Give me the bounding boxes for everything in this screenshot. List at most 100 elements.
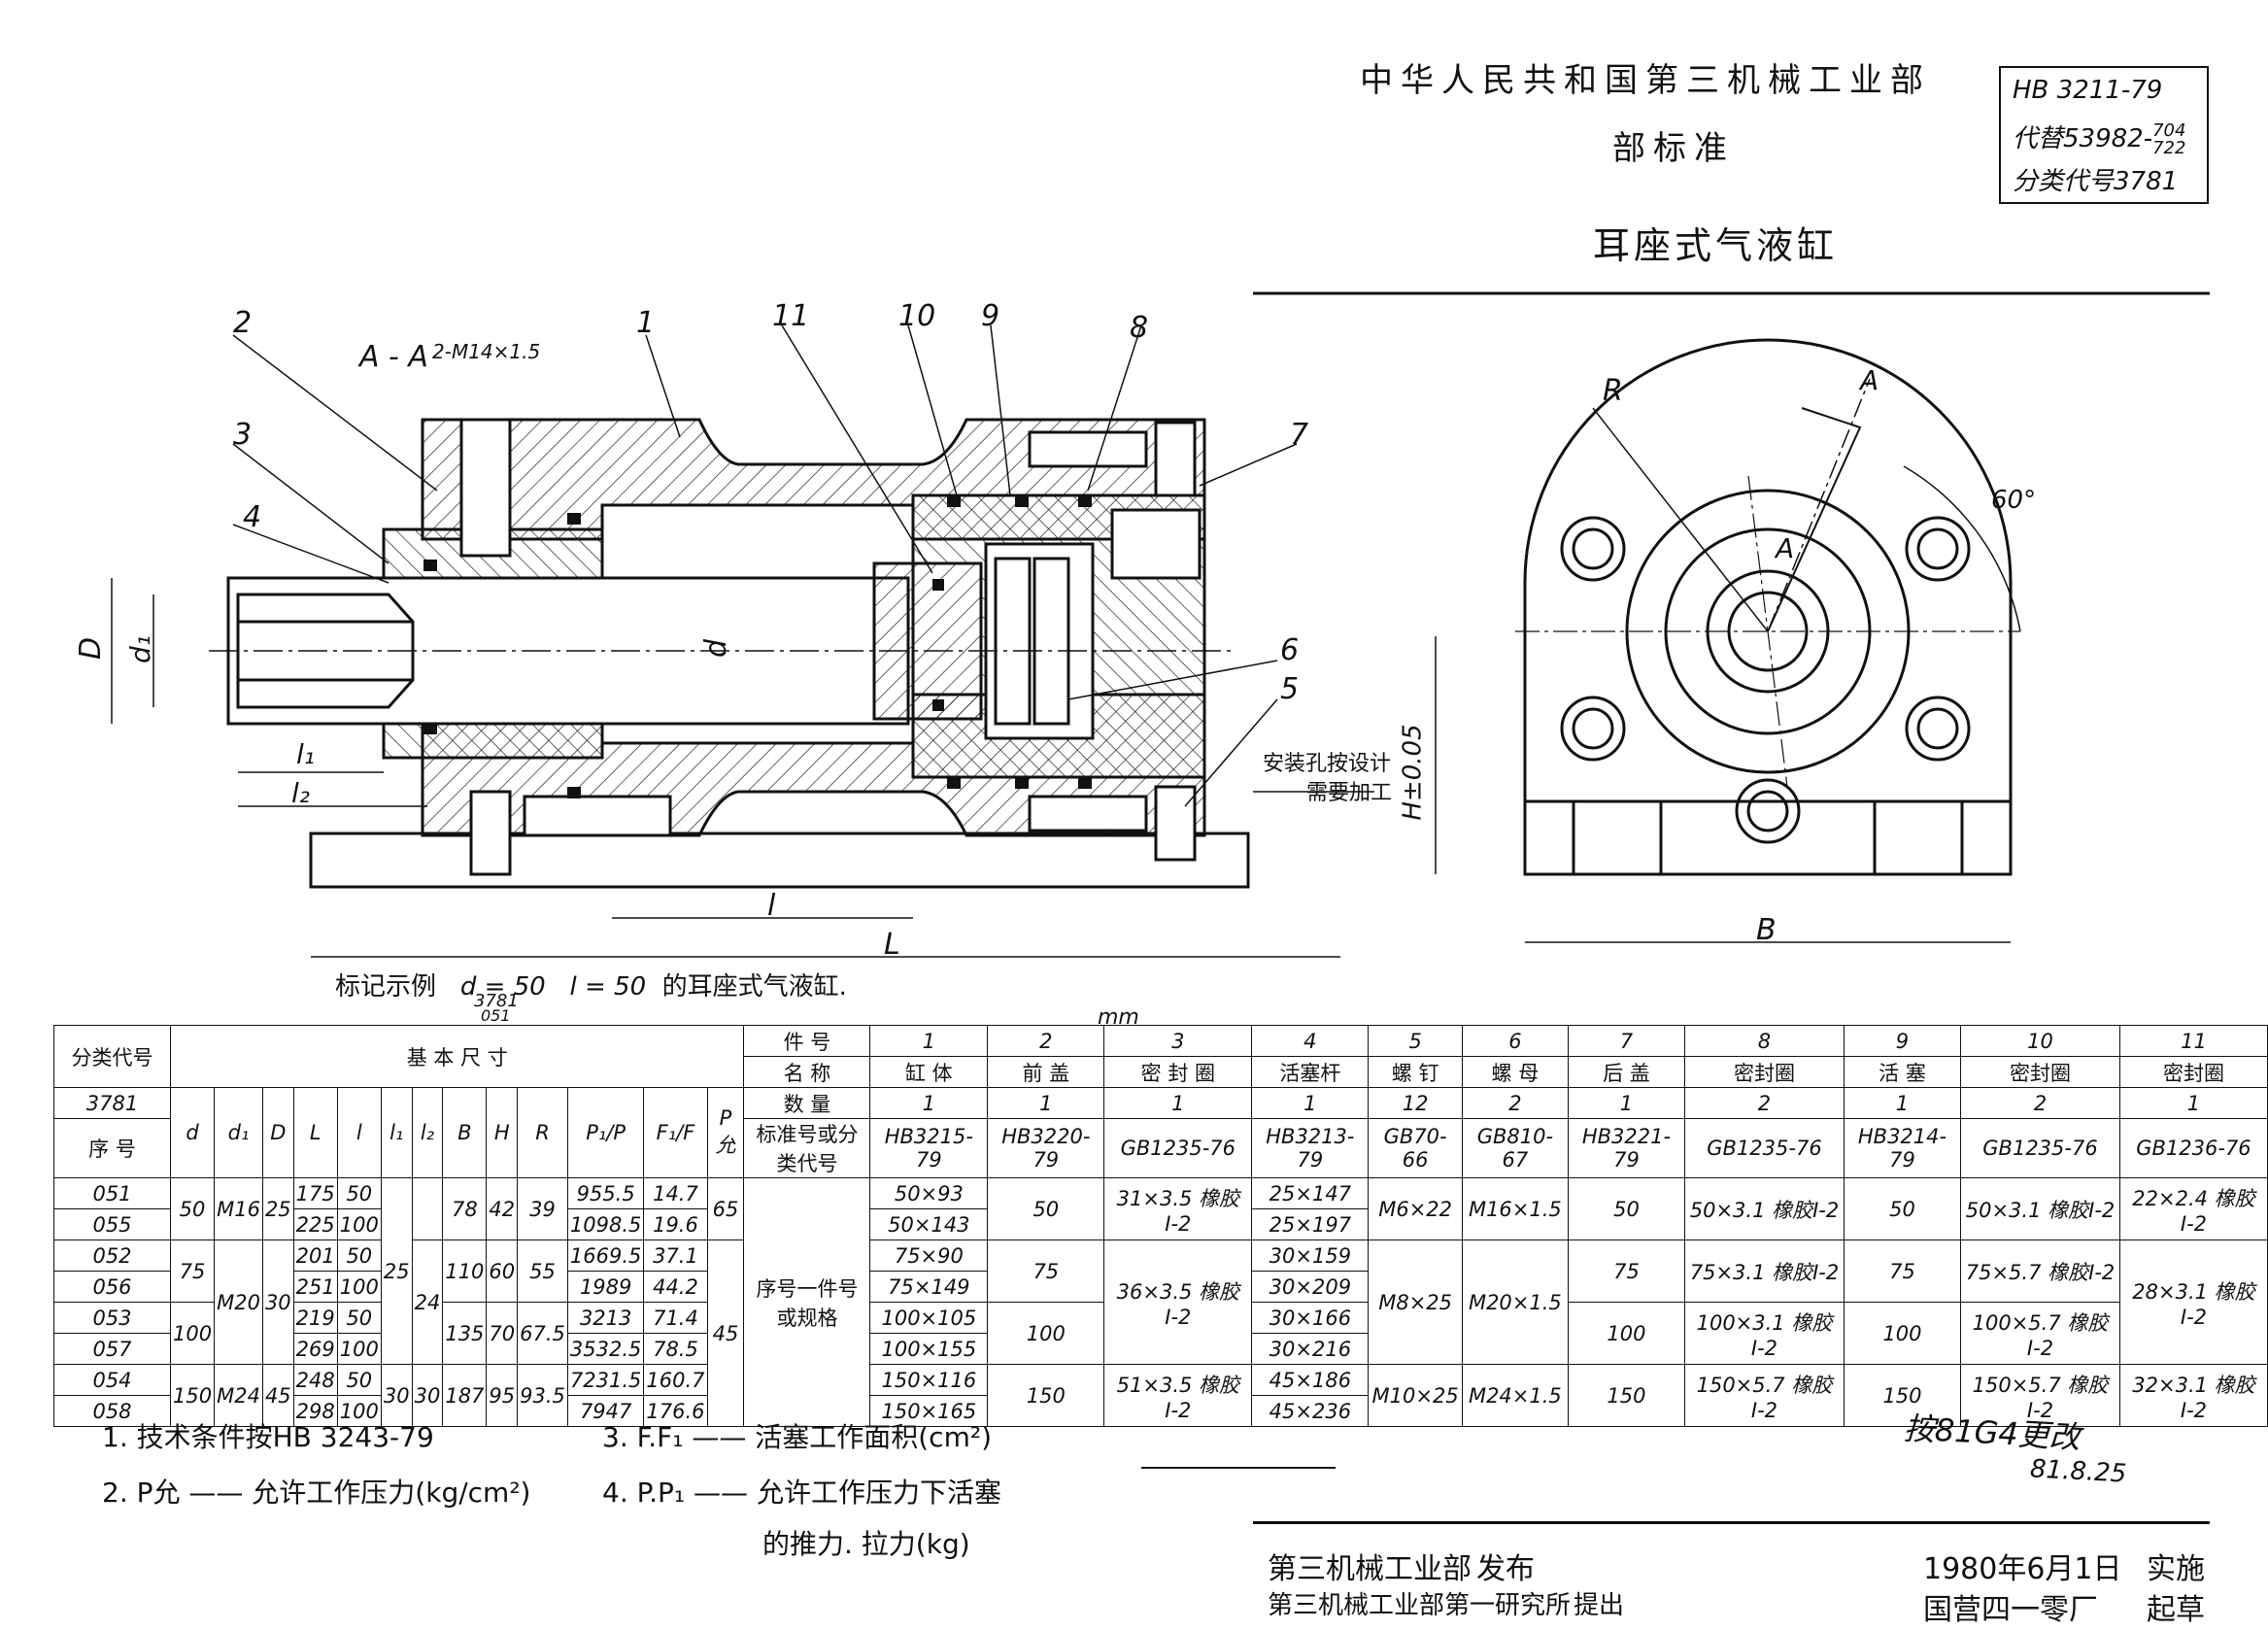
- dim-d1: d₁: [124, 635, 156, 663]
- part-no: 4: [1251, 1025, 1370, 1057]
- table-cell: 51×3.5 橡胶Ⅰ-2: [1103, 1364, 1253, 1427]
- part-no: 8: [1684, 1025, 1845, 1057]
- marking-d: d = 50: [459, 972, 546, 1002]
- dim-header: d: [169, 1087, 216, 1178]
- dim-l1: l₁: [296, 738, 316, 770]
- part-no: 9: [1843, 1025, 1962, 1057]
- table-cell: 100×155: [869, 1333, 989, 1365]
- part-qty: 2: [1960, 1087, 2120, 1119]
- table-cell: 75: [987, 1239, 1105, 1303]
- table-cell: 50: [169, 1177, 216, 1240]
- table-cell: 50: [336, 1302, 382, 1334]
- table-cell: 150: [987, 1364, 1105, 1427]
- table-cell: 65: [706, 1177, 745, 1240]
- footer-factory-action: 起草: [2147, 1593, 2205, 1627]
- table-cell: 44.2: [643, 1271, 708, 1303]
- table-cell: M8×25: [1368, 1239, 1463, 1365]
- part-no: 3: [1103, 1025, 1253, 1057]
- table-cell: 150×116: [869, 1364, 989, 1396]
- table-cell: 25×147: [1251, 1177, 1370, 1209]
- table-cell: 75×149: [869, 1271, 989, 1303]
- callout-9: 9: [981, 299, 1000, 333]
- dim-H: H±0.05: [1398, 724, 1428, 821]
- table-cell: 60: [486, 1239, 519, 1303]
- table-cell: 50: [1567, 1177, 1686, 1240]
- handwritten-revision: 按81G4更改: [1903, 1409, 2082, 1456]
- bolt-circle: [1560, 516, 1971, 844]
- class-code-value: 3781: [53, 1087, 171, 1119]
- table-cell: 269: [292, 1333, 338, 1365]
- dim-header: l: [336, 1087, 382, 1178]
- part-no: 6: [1461, 1025, 1569, 1057]
- table-cell: 36×3.5 橡胶Ⅰ-2: [1103, 1239, 1253, 1365]
- table-cell: 1989: [566, 1271, 645, 1303]
- dim-A-top: A: [1860, 364, 1879, 396]
- standard-type: 部标准: [1612, 129, 1735, 168]
- ministry-title: 中华人民共和国第三机械工业部: [1360, 61, 1931, 100]
- table-cell: 25: [261, 1177, 294, 1240]
- table-cell: 176.6: [643, 1395, 708, 1427]
- table-cell: 78.5: [643, 1333, 708, 1365]
- part-std: GB1236-76: [2118, 1118, 2268, 1178]
- table-cell: 100: [336, 1395, 382, 1427]
- serial-cell: 051: [53, 1177, 171, 1209]
- table-cell: 7947: [566, 1395, 645, 1427]
- table-cell: 100: [336, 1208, 382, 1240]
- table-cell: 75: [1567, 1239, 1686, 1303]
- part-std: GB1235-76: [1684, 1118, 1845, 1178]
- table-cell: 50: [336, 1239, 382, 1272]
- table-cell: 225: [292, 1208, 338, 1240]
- note-4: 4. P.P₁ —— 允许工作压力下活塞: [602, 1477, 1001, 1509]
- table-cell: 251: [292, 1271, 338, 1303]
- note-3: 3. F.F₁ —— 活塞工作面积(cm²): [602, 1421, 992, 1453]
- table-cell: 95: [486, 1364, 519, 1427]
- document-title: 耳座式气液缸: [1593, 224, 1839, 267]
- dim-d: d: [699, 638, 734, 659]
- table-cell: [411, 1177, 444, 1240]
- dim-D: D: [74, 636, 109, 661]
- section-view: [111, 324, 1374, 958]
- callout-3: 3: [233, 418, 253, 452]
- table-cell: M16×1.5: [1461, 1177, 1569, 1240]
- table-cell: 45: [706, 1239, 745, 1427]
- part-std: HB3215-79: [869, 1118, 989, 1178]
- part-no: 2: [987, 1025, 1105, 1057]
- callout-5: 5: [1280, 672, 1300, 706]
- standard-number: HB 3211-79: [2013, 76, 2163, 105]
- dim-header: R: [517, 1087, 568, 1178]
- part-qty: 1: [2118, 1087, 2268, 1119]
- dim-A-mid: A: [1776, 532, 1795, 564]
- part-name: 缸 体: [869, 1056, 989, 1088]
- part-std: HB3221-79: [1567, 1118, 1686, 1178]
- table-cell: 50: [1843, 1177, 1962, 1240]
- table-cell: 37.1: [643, 1239, 708, 1272]
- part-no: 7: [1567, 1025, 1686, 1057]
- part-name: 活塞杆: [1251, 1056, 1370, 1088]
- part-name: 密封圈: [1960, 1056, 2120, 1088]
- table-cell: 45: [261, 1364, 294, 1427]
- part-std: HB3214-79: [1843, 1118, 1962, 1178]
- table-cell: 78: [442, 1177, 488, 1240]
- table-cell: 30: [380, 1364, 413, 1427]
- callout-2: 2: [233, 306, 253, 340]
- part-name: 螺 钉: [1368, 1056, 1463, 1088]
- dim-header: L: [292, 1087, 338, 1178]
- table-cell: M24: [214, 1364, 263, 1427]
- table-cell: 219: [292, 1302, 338, 1334]
- table-cell: 201: [292, 1239, 338, 1272]
- table-cell: 30×216: [1251, 1333, 1370, 1365]
- table-cell: 19.6: [643, 1208, 708, 1240]
- table-cell: 25×197: [1251, 1208, 1370, 1240]
- serial-cell: 054: [53, 1364, 171, 1396]
- table-cell: 3213: [566, 1302, 645, 1334]
- handwritten-date: 81.8.25: [2029, 1454, 2127, 1489]
- part-qty: 2: [1461, 1087, 1569, 1119]
- thread-callout: 2-M14×1.5: [432, 340, 541, 363]
- table-cell: 42: [486, 1177, 519, 1240]
- marking-code-top: 3781: [474, 991, 519, 1011]
- table-header-row: 名 称缸 体前 盖密 封 圈活塞杆螺 钉螺 母后 盖密封圈活 塞密封圈密封圈: [54, 1056, 2268, 1088]
